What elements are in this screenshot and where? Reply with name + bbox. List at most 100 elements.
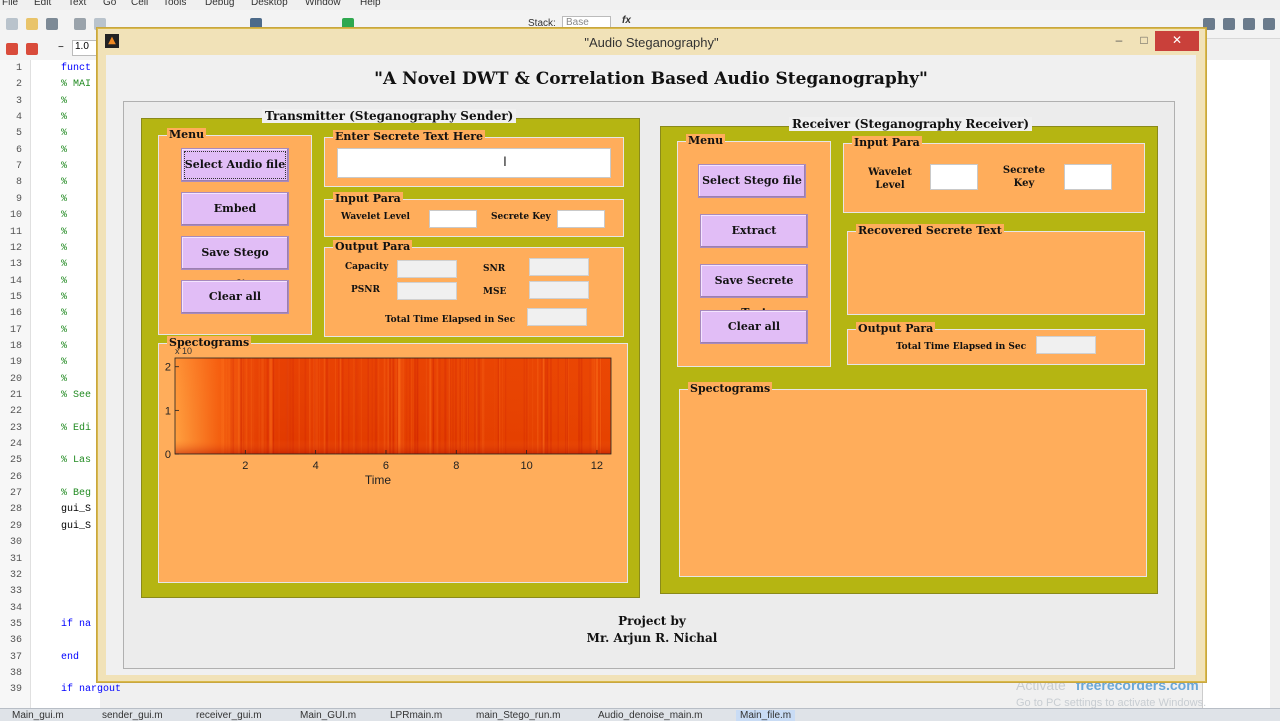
text-cursor-icon: I bbox=[503, 153, 507, 169]
code-line: % bbox=[61, 193, 68, 205]
menu-file[interactable]: File bbox=[2, 0, 19, 8]
code-area[interactable]: funct% MAI%%%%%%%%%%%%%%%%%%% See% Edi% … bbox=[42, 60, 121, 708]
window-title: "Audio Steganography" bbox=[584, 35, 719, 50]
find-icon[interactable] bbox=[250, 18, 262, 30]
line-number: 6 bbox=[15, 144, 22, 156]
line-number: 14 bbox=[9, 275, 22, 287]
menu-desktop[interactable]: Desktop bbox=[251, 0, 288, 8]
rx-wavelet-input[interactable] bbox=[930, 164, 978, 190]
code-line: % bbox=[61, 308, 68, 320]
close-button[interactable]: ✕ bbox=[1155, 31, 1199, 51]
copy-icon[interactable] bbox=[94, 18, 106, 30]
transmitter-panel: Transmitter (Steganography Sender) Menu … bbox=[141, 109, 640, 598]
new-file-icon[interactable] bbox=[6, 18, 18, 30]
code-line: % bbox=[61, 226, 68, 238]
embed-button[interactable]: Embed bbox=[181, 192, 289, 226]
editor-tab[interactable]: main_Stego_run.m bbox=[476, 710, 561, 721]
code-line: % MAI bbox=[61, 79, 92, 91]
right-editor-pane bbox=[1202, 60, 1280, 708]
tx-spectrogram-title: Spectograms bbox=[167, 336, 252, 349]
line-number: 8 bbox=[15, 177, 22, 189]
line-number: 27 bbox=[9, 488, 22, 500]
menu-edit[interactable]: Edit bbox=[34, 0, 52, 8]
rx-clear-all-button[interactable]: Clear all bbox=[700, 310, 808, 344]
cut-icon[interactable] bbox=[74, 18, 86, 30]
line-number: 18 bbox=[9, 340, 22, 352]
tx-wavelet-label: Wavelet Level bbox=[341, 212, 410, 222]
menu-go[interactable]: Go bbox=[103, 0, 117, 8]
line-number: 24 bbox=[9, 439, 22, 451]
psnr-label: PSNR bbox=[351, 285, 380, 295]
editor-tab[interactable]: LPRmain.m bbox=[390, 710, 443, 721]
save-stego-audio-button[interactable]: Save Stego Audio bbox=[181, 236, 289, 291]
line-number: 29 bbox=[9, 520, 22, 532]
save-icon[interactable] bbox=[46, 18, 58, 30]
zoom-field[interactable]: 1.0 bbox=[72, 40, 100, 56]
spectrogram-frame bbox=[174, 357, 612, 455]
open-folder-icon[interactable] bbox=[26, 18, 38, 30]
line-number: 35 bbox=[9, 618, 22, 630]
editor-tab[interactable]: Main_gui.m bbox=[12, 710, 64, 721]
minimize-button[interactable]: – bbox=[1115, 33, 1123, 47]
code-line: % bbox=[61, 144, 68, 156]
secret-text-panel: Enter Secrete Text Here I bbox=[324, 130, 624, 187]
editor-tab[interactable]: sender_gui.m bbox=[102, 710, 163, 721]
line-number: 39 bbox=[9, 684, 22, 696]
rx-key-input[interactable] bbox=[1064, 164, 1112, 190]
select-stego-file-button[interactable]: Select Stego file bbox=[698, 164, 806, 198]
editor-tab[interactable]: receiver_gui.m bbox=[196, 710, 262, 721]
audio-steganography-window: ▲ "Audio Steganography" – □ ✕ "A Novel D… bbox=[97, 28, 1206, 682]
select-audio-file-button[interactable]: Select Audio file bbox=[181, 148, 289, 182]
menu-window[interactable]: Window bbox=[305, 0, 341, 8]
editor-tab[interactable]: Main_file.m bbox=[736, 710, 796, 721]
tx-clear-all-button[interactable]: Clear all bbox=[181, 280, 289, 314]
x-tick-label: 4 bbox=[313, 460, 319, 472]
tx-wavelet-input[interactable] bbox=[429, 210, 477, 228]
save-secret-text-button[interactable]: Save Secrete Text bbox=[700, 264, 808, 319]
line-number: 30 bbox=[9, 537, 22, 549]
line-number: 31 bbox=[9, 553, 22, 565]
snr-value bbox=[529, 258, 589, 276]
title-bar[interactable]: ▲ "Audio Steganography" – □ ✕ bbox=[98, 29, 1205, 55]
extract-button[interactable]: Extract bbox=[700, 214, 808, 248]
tx-time-label: Total Time Elapsed in Sec bbox=[385, 315, 516, 325]
fx-button[interactable]: fx bbox=[622, 15, 631, 26]
menu-cell[interactable]: Cell bbox=[131, 0, 149, 8]
tx-key-input[interactable] bbox=[557, 210, 605, 228]
maximize-button[interactable]: □ bbox=[1140, 33, 1148, 47]
activate-windows-hint: Go to PC settings to activate Windows. bbox=[1016, 697, 1207, 709]
run-icon[interactable] bbox=[342, 18, 354, 30]
transmitter-title: Transmitter (Steganography Sender) bbox=[262, 109, 517, 123]
split-icon[interactable] bbox=[1223, 18, 1235, 30]
menu-tools[interactable]: Tools bbox=[163, 0, 187, 8]
menu-help[interactable]: Help bbox=[360, 0, 381, 8]
cell-eval-icon[interactable] bbox=[26, 43, 38, 55]
undock-icon[interactable] bbox=[1263, 18, 1275, 30]
secret-text-input[interactable] bbox=[337, 148, 611, 178]
menu-debug[interactable]: Debug bbox=[205, 0, 235, 8]
line-number: 3 bbox=[15, 95, 22, 107]
line-number: 32 bbox=[9, 569, 22, 581]
tx-output-para-title: Output Para bbox=[333, 240, 413, 253]
rx-menu-panel: Menu Select Stego file Extract Save Secr… bbox=[677, 134, 831, 367]
tile-icon[interactable] bbox=[1203, 18, 1215, 30]
stack-label: Stack: bbox=[528, 18, 556, 29]
editor-tab[interactable]: Audio_denoise_main.m bbox=[598, 710, 703, 721]
cell-mode-icon[interactable] bbox=[6, 43, 18, 55]
layout-icon[interactable] bbox=[1243, 18, 1255, 30]
figure-content: "A Novel DWT & Correlation Based Audio S… bbox=[106, 55, 1196, 675]
menu-text[interactable]: Text bbox=[68, 0, 87, 8]
psnr-value bbox=[397, 282, 457, 300]
line-number: 23 bbox=[9, 422, 22, 434]
editor-tab[interactable]: Main_GUI.m bbox=[300, 710, 357, 721]
line-number: 34 bbox=[9, 602, 22, 614]
line-number: 17 bbox=[9, 324, 22, 336]
code-line: % bbox=[61, 112, 68, 124]
right-scrollbar[interactable] bbox=[1270, 60, 1280, 708]
line-number: 12 bbox=[9, 242, 22, 254]
line-number: 9 bbox=[15, 193, 22, 205]
line-number: 15 bbox=[9, 291, 22, 303]
y-exponent-label: x 10 bbox=[175, 346, 192, 356]
rx-output-para-panel: Output Para Total Time Elapsed in Sec bbox=[847, 322, 1145, 365]
